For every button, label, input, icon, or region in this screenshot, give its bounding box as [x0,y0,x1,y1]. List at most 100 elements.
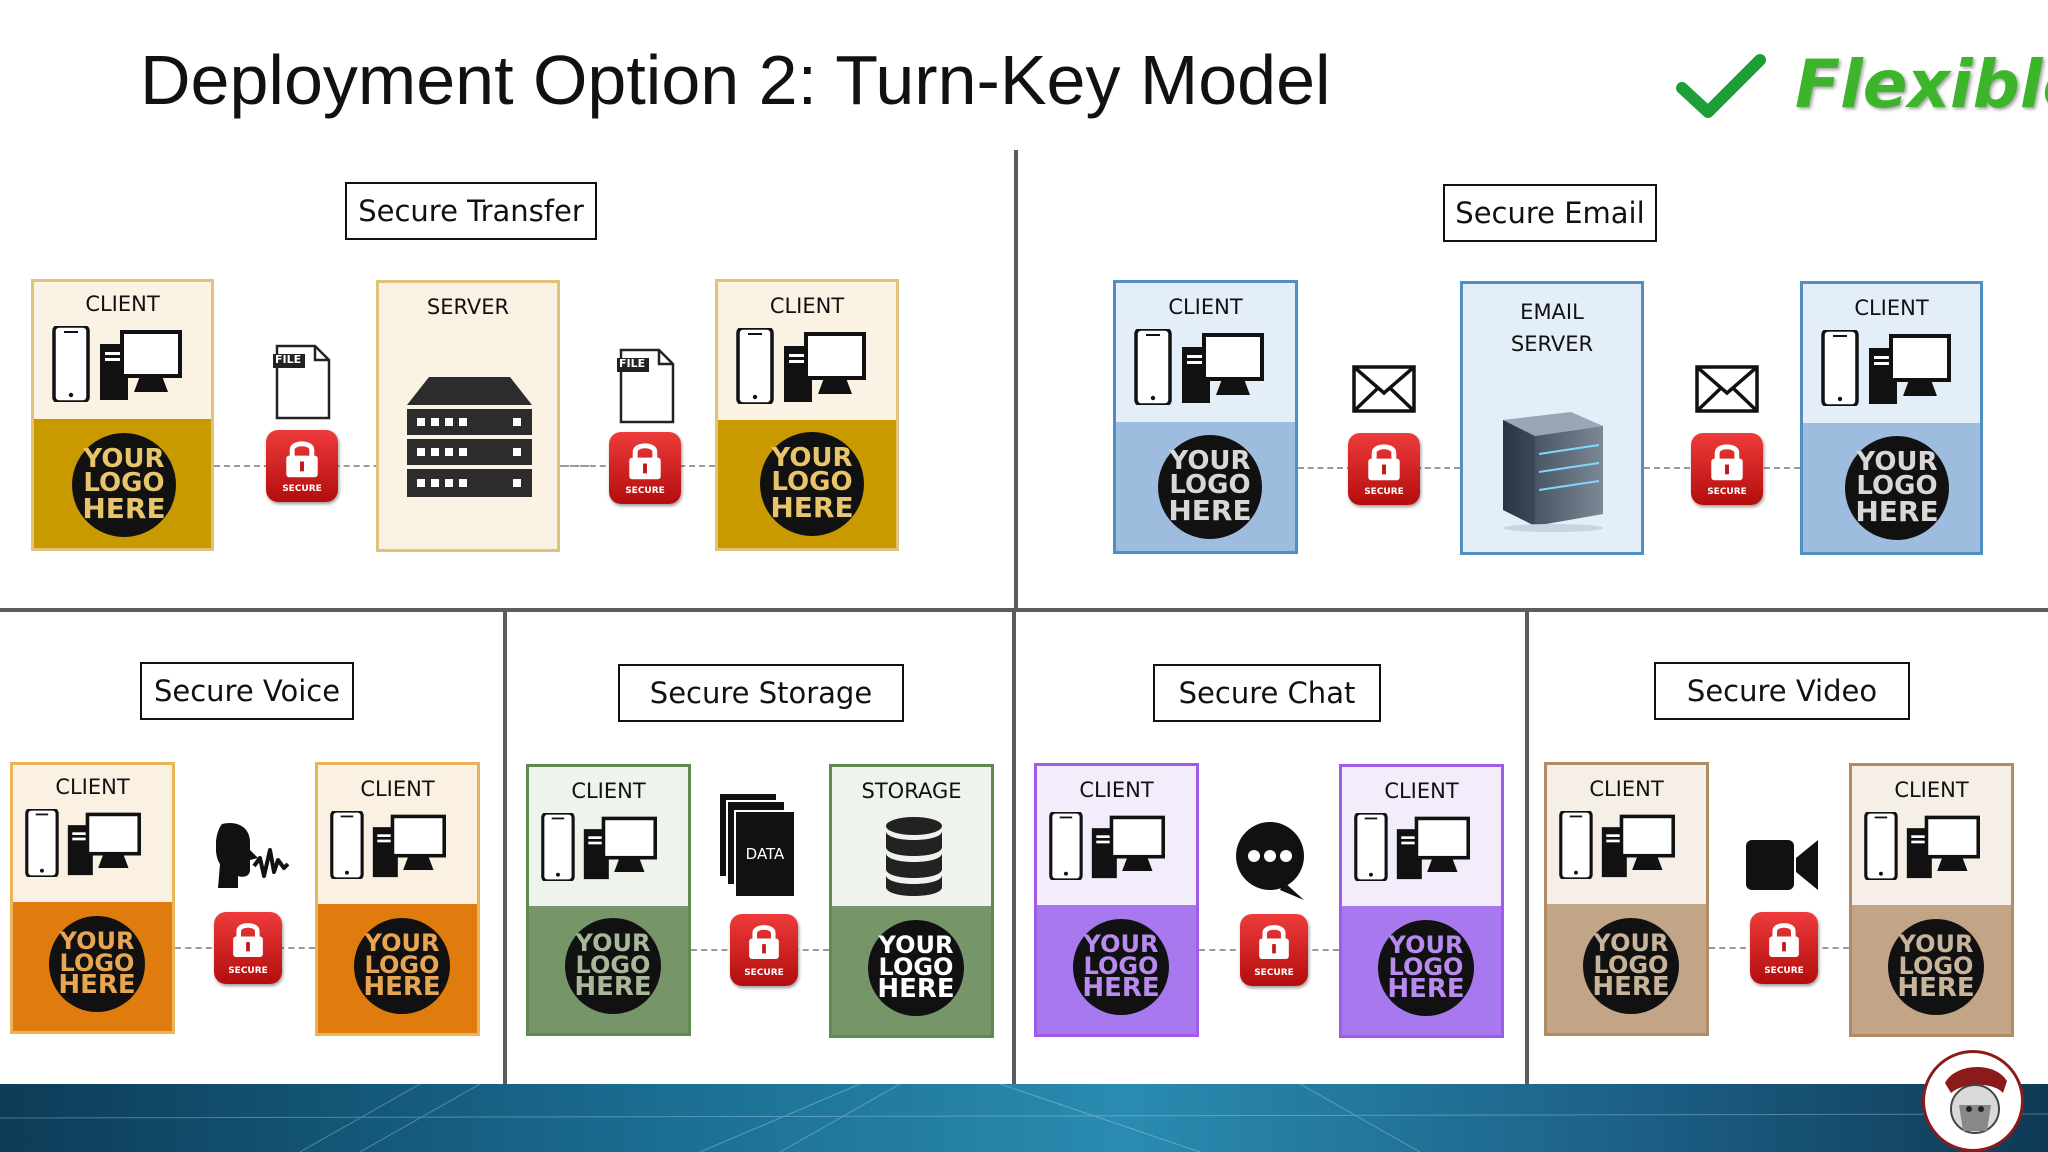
secure-badge-label: SECURE [1707,487,1747,497]
logo-text-line: YOUR [1898,929,1974,958]
logo-text-line: YOUR [59,926,135,955]
secure-chat-title: Secure Chat [1153,664,1381,722]
client-label: CLIENT [1384,779,1459,803]
logo-text-line: LOGO [575,951,651,980]
client-label: CLIENT [1589,777,1664,801]
data-label: DATA [745,845,785,863]
devices-icon [52,326,182,402]
email-server-label-1: EMAIL [1520,300,1584,324]
devices-icon [25,809,141,877]
logo-text-line: LOGO [59,949,135,978]
divider-horizontal [0,608,2048,612]
storage-label: STORAGE [861,779,962,803]
email-server-label-2: SERVER [1510,332,1594,356]
secure-badge-label: SECURE [282,484,322,494]
secure-badge-label: SECURE [744,968,784,978]
email-server-icon [1493,402,1613,532]
secure-transfer-title: Secure Transfer [345,182,597,240]
devices-icon [1559,811,1675,879]
logo-text-line: LOGO [1083,952,1159,981]
client-label: CLIENT [1168,295,1243,319]
secure-badge-label: SECURE [1364,487,1404,497]
secure-badge-label: SECURE [1764,966,1804,976]
logo-text-line: HERE [574,972,652,1003]
secure-voice-title: Secure Voice [140,662,354,720]
email-server-box: EMAIL SERVER [1460,281,1644,555]
logo-text-line: YOUR [364,928,440,957]
voice-icon [216,820,290,892]
divider-vertical-2 [1012,610,1016,1084]
logo-text-line: HERE [1855,495,1939,529]
secure-lock-icon: SECURE [214,912,282,984]
client-label: CLIENT [85,292,160,316]
logo-text-line: HERE [1082,973,1160,1004]
logo-text-line: LOGO [364,951,440,980]
logo-text-line: LOGO [878,953,954,982]
server-rack-icon [407,377,532,499]
data-documents-icon: DATA [718,792,796,898]
database-icon [886,817,942,897]
devices-icon [1864,812,1980,880]
client-label: CLIENT [55,775,130,799]
logo-text-line: YOUR [1388,930,1464,959]
secure-lock-icon: SECURE [1240,914,1308,986]
logo-text-line: HERE [877,974,955,1005]
logo-text-line: HERE [770,491,854,525]
envelope-icon [1695,365,1759,413]
logo-text-line: LOGO [1593,951,1669,980]
secure-badge-label: SECURE [625,486,665,496]
divider-vertical-3 [1525,610,1529,1084]
logo-text-line: YOUR [1856,447,1938,478]
secure-lock-icon: SECURE [266,430,338,502]
logo-text-line: LOGO [1169,470,1251,501]
transfer-server-box: SERVER [376,280,560,552]
secure-lock-icon: SECURE [1691,433,1763,505]
chat-bubble-icon [1234,820,1308,900]
mascot-logo [1922,1050,2024,1152]
client-label: CLIENT [1854,296,1929,320]
logo-text-line: YOUR [83,444,165,475]
secure-lock-icon: SECURE [609,432,681,504]
devices-icon [1821,330,1951,406]
client-label: CLIENT [1894,778,1969,802]
file-icon-label: FILE [619,357,646,370]
secure-badge-label: SECURE [1254,968,1294,978]
logo-text-line: YOUR [878,930,954,959]
logo-text-line: LOGO [1856,471,1938,502]
logo-text-line: HERE [82,492,166,526]
logo-text-line: LOGO [83,468,165,499]
video-camera-icon [1746,836,1818,894]
secure-lock-icon: SECURE [730,914,798,986]
logo-text-line: HERE [58,970,136,1001]
secure-storage-title: Secure Storage [618,664,904,722]
check-icon [1676,52,1766,122]
secure-video-title: Secure Video [1654,662,1910,720]
logo-text-line: YOUR [1169,446,1251,477]
page-title: Deployment Option 2: Turn-Key Model [140,41,1331,119]
logo-text-line: YOUR [575,928,651,957]
devices-icon [1134,329,1264,405]
logo-text-line: LOGO [1388,953,1464,982]
secure-lock-icon: SECURE [1750,912,1818,984]
